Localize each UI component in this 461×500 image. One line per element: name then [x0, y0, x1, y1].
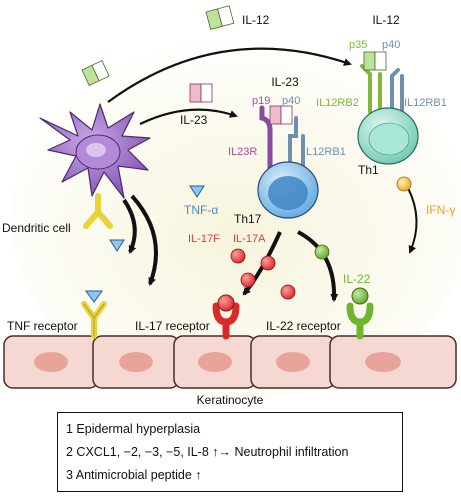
il23r-label: IL23R: [228, 146, 257, 158]
arrow-th1-to-keratinocyte: [407, 187, 418, 254]
tnf-alpha-triangle: [109, 239, 125, 252]
il22-receptor-label: IL-22 receptor: [266, 319, 341, 333]
th17-cell: [257, 161, 319, 219]
il12rb1-th17-label: IL12RB1: [303, 146, 346, 158]
dendritic-cell-label: Dendritic cell: [2, 221, 71, 235]
il12-label-th1: IL-12: [372, 13, 400, 27]
arrow-dc-to-th1: [107, 47, 352, 103]
arrow-dc-to-th17: [139, 108, 238, 125]
ifn-gamma-label: IFN-γ: [426, 203, 455, 217]
arrow-dc-tnf-1: [122, 198, 137, 254]
il17-ball: [260, 255, 276, 271]
ifn-gamma-ball: [396, 176, 412, 192]
il23-label-top: IL-23: [271, 75, 299, 89]
th1-receptors: [360, 51, 404, 114]
th1-label: Th1: [358, 163, 379, 177]
keratinocyte-cell: [329, 335, 457, 389]
il17-receptor: [212, 294, 240, 340]
keratinocyte-cell: [250, 335, 336, 389]
arrow-th17-il22: [297, 230, 339, 302]
keratinocyte-label: Keratinocyte: [197, 393, 264, 407]
dc-tnf-receptor: [83, 193, 113, 229]
il12-molecule: [205, 5, 235, 30]
keratinocyte-layer: [3, 335, 457, 389]
arrow-th17-il17: [242, 231, 282, 296]
arrow-dc-tnf-2: [130, 194, 158, 286]
p40-th17-label: p40: [282, 95, 300, 107]
effect-item: 3 Antimicrobial peptide ↑: [66, 468, 202, 482]
il22-label: IL-22: [343, 272, 371, 286]
il17-receptor-label: IL-17 receptor: [135, 319, 210, 333]
il17f-label: IL-17F: [188, 233, 220, 245]
il17a-label: IL-17A: [233, 233, 266, 245]
il17-ball: [240, 272, 256, 288]
keratinocyte-cell: [92, 335, 180, 389]
p40-th1-label: p40: [382, 39, 400, 51]
p35-label: p35: [349, 39, 367, 51]
tnf-receptor-label: TNF receptor: [7, 319, 78, 333]
il12-molecule: [81, 60, 110, 86]
effect-item: 2 CXCL1, −2, −3, −5, IL-8 ↑→ Neutrophil …: [66, 445, 349, 459]
il22-receptor: [346, 287, 374, 340]
p19-label: p19: [252, 95, 270, 107]
effects-box: 1 Epidermal hyperplasia 2 CXCL1, −2, −3,…: [57, 412, 403, 492]
il23-label-mid: IL-23: [180, 113, 208, 127]
tnf-alpha-triangle: [189, 185, 205, 198]
th1-cell: [357, 107, 419, 165]
keratinocyte-cell: [173, 335, 257, 389]
tnf-alpha-label: TNF-α: [184, 203, 218, 217]
il23-molecule: [189, 83, 213, 103]
il22-ball: [314, 244, 330, 260]
il12-label-top: IL-12: [242, 13, 270, 27]
th17-label: Th17: [234, 212, 262, 226]
effect-item: 1 Epidermal hyperplasia: [66, 422, 201, 436]
dendritic-cell: [39, 103, 151, 199]
il17-ball: [280, 284, 296, 300]
keratinocyte-cell: [3, 335, 99, 389]
tnf-receptor: [81, 290, 107, 339]
il12rb2-label: IL12RB2: [316, 97, 359, 109]
il17-ball: [230, 248, 246, 264]
il12rb1-th1-label: IL12RB1: [404, 97, 447, 109]
